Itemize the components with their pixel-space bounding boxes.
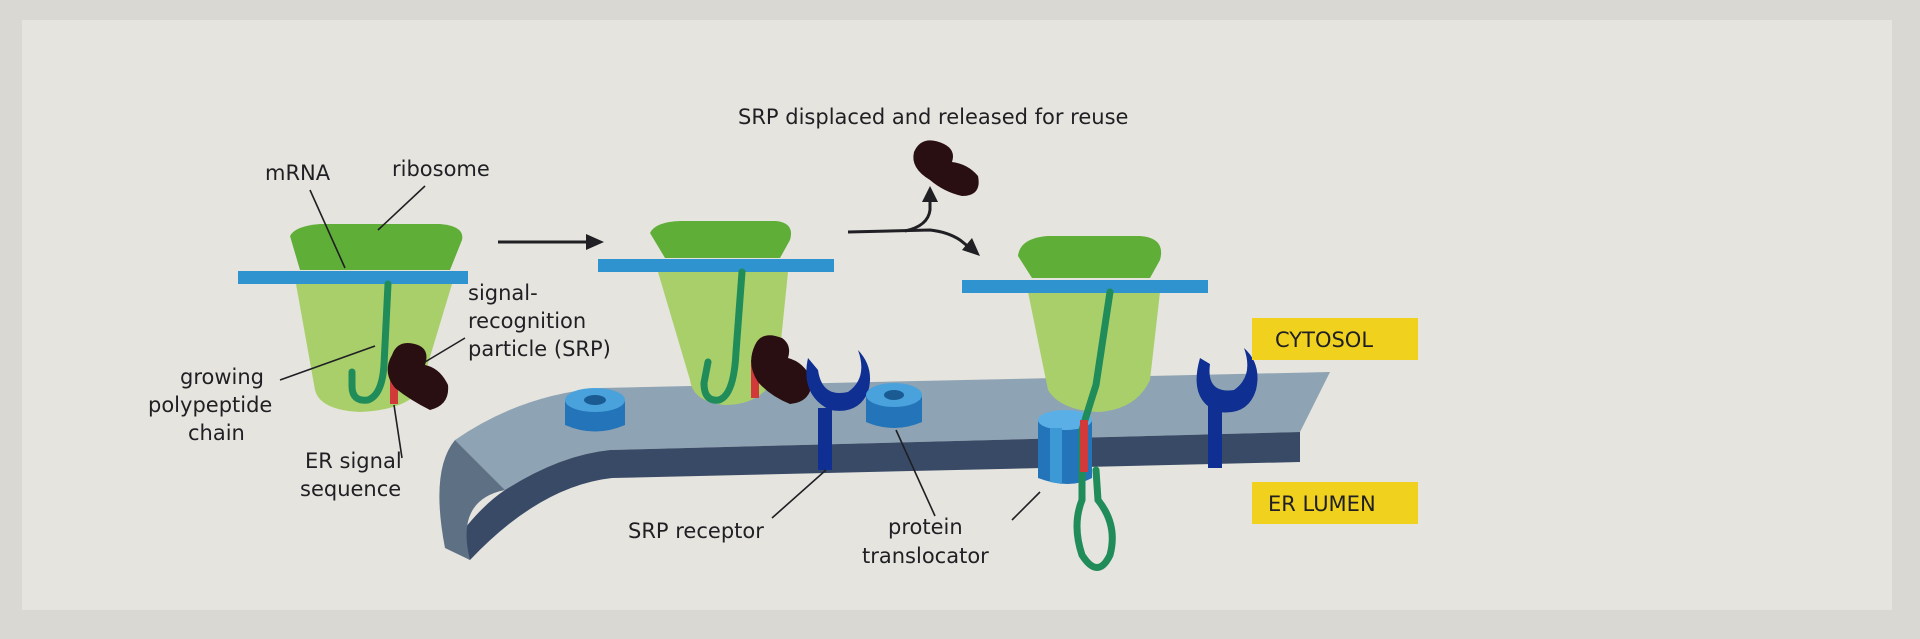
srp-particle — [387, 342, 449, 410]
growing-chain-label-line1: growing — [180, 365, 264, 389]
cytosol-label: CYTOSOL — [1275, 328, 1373, 352]
er-lumen-tag: ER LUMEN — [1252, 482, 1418, 524]
er-signal-label-line2: sequence — [300, 477, 401, 501]
translocator-label-line1: protein — [888, 515, 963, 539]
growing-polypeptide — [700, 268, 746, 404]
growing-polypeptide — [348, 280, 392, 404]
srp-receptor-label: SRP receptor — [628, 519, 764, 543]
mrna-strand — [962, 280, 1208, 293]
stage-3-ribosome — [962, 236, 1208, 571]
stage-3-srp-receptor — [1196, 348, 1258, 468]
released-srp — [913, 140, 979, 196]
mrna-label: mRNA — [265, 161, 331, 185]
cytosol-tag: CYTOSOL — [1252, 318, 1418, 360]
srp-label-line2: recognition — [468, 309, 586, 333]
arrow-step-2 — [847, 140, 980, 256]
srp-displaced-label: SRP displaced and released for reuse — [738, 105, 1128, 129]
srp-label-line3: particle (SRP) — [468, 337, 611, 361]
growing-polypeptide — [1073, 288, 1116, 571]
growing-chain-label-line3: chain — [188, 421, 245, 445]
ribosome-large-subunit — [290, 224, 463, 270]
stage-2-ribosome — [598, 221, 922, 470]
leader-lines — [279, 185, 1041, 521]
ribosome-large-subunit — [1018, 236, 1162, 278]
stage-1-membrane-proteins — [565, 388, 625, 432]
er-signal-label-line1: ER signal — [305, 449, 402, 473]
ribosome-large-subunit — [650, 221, 792, 258]
translocator-label-line2: translocator — [862, 544, 989, 568]
mrna-strand — [238, 271, 468, 284]
mrna-strand — [598, 259, 834, 272]
stage-1-ribosome — [238, 224, 468, 412]
ribosome-small-subunit — [1028, 292, 1160, 412]
arrow-step-1 — [498, 234, 604, 250]
srp-receptor — [806, 350, 871, 411]
ribosome-label: ribosome — [392, 157, 490, 181]
srp-particle — [751, 335, 812, 404]
srp-label-line1: signal- — [468, 281, 538, 305]
growing-chain-label-line2: polypeptide — [148, 393, 272, 417]
er-lumen-label: ER LUMEN — [1268, 492, 1376, 516]
